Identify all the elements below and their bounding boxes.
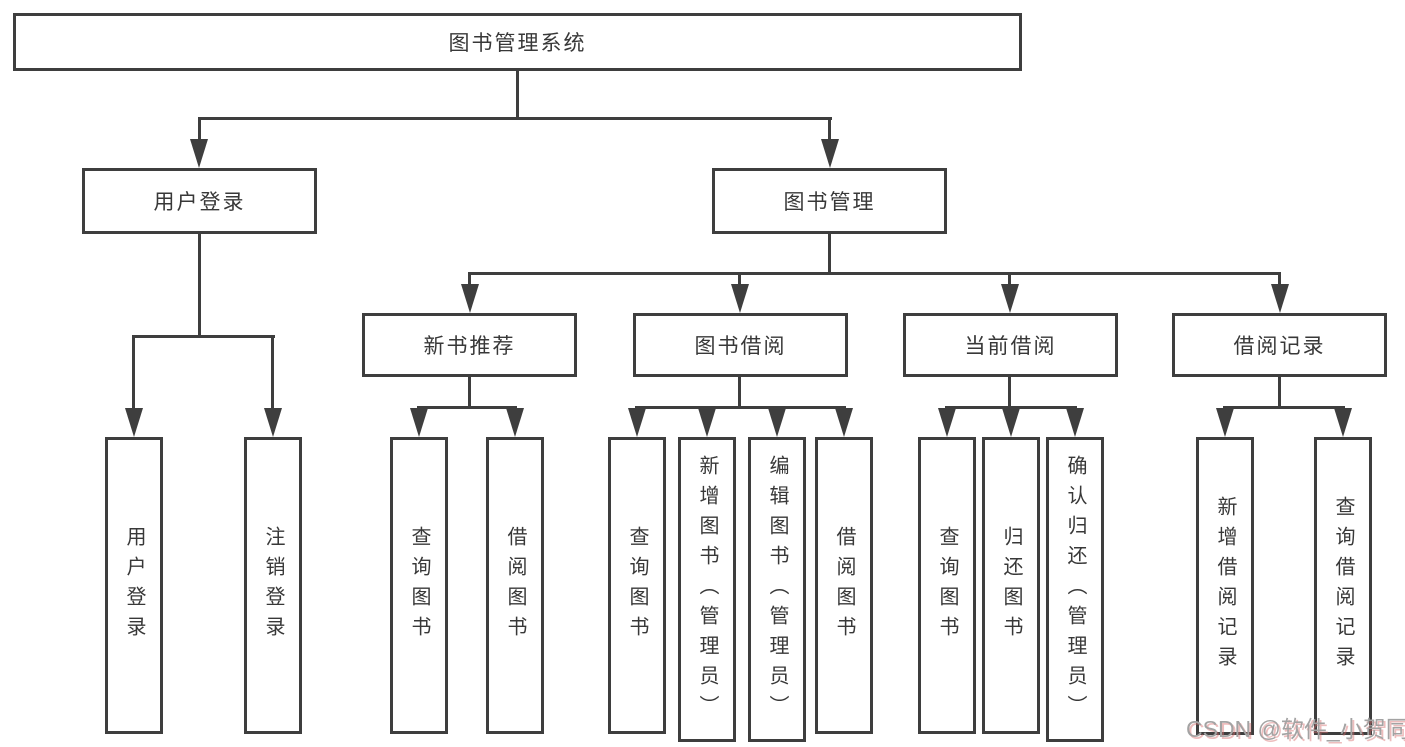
node-book-borrow-label: 图书借阅 [694, 335, 787, 358]
arrow-down-icon [698, 408, 716, 437]
connector-leaf-drop [271, 335, 274, 411]
leaf-label: 新增借阅记录 [1214, 496, 1236, 676]
connector-leaf-drop [132, 335, 135, 411]
leaf-user-login: 用户登录 [105, 437, 163, 734]
connector-level3-drop [468, 272, 471, 287]
leaf-add-book-admin: 新增图书（管理员） [678, 437, 736, 742]
connector-bookmgmt-stem [828, 232, 831, 275]
connector-level1-rail [198, 117, 832, 120]
leaf-label: 借阅图书 [504, 525, 526, 646]
arrow-down-icon [628, 408, 646, 437]
leaf-borrow-books-2: 借阅图书 [815, 437, 873, 734]
arrow-down-icon [461, 284, 479, 313]
arrow-down-icon [938, 408, 956, 437]
leaf-label: 查询借阅记录 [1332, 496, 1354, 676]
node-current-borrow: 当前借阅 [903, 313, 1118, 377]
leaf-add-borrow-record: 新增借阅记录 [1196, 437, 1254, 735]
leaf-edit-book-admin: 编辑图书（管理员） [748, 437, 806, 742]
arrow-down-icon [1002, 408, 1020, 437]
connector-stem [468, 375, 471, 409]
leaf-return-book: 归还图书 [982, 437, 1040, 734]
leaf-label: 用户登录 [123, 525, 145, 646]
node-root-label: 图书管理系统 [448, 32, 587, 55]
node-current-borrow-label: 当前借阅 [964, 335, 1057, 358]
arrow-down-icon [125, 408, 143, 437]
connector-stem [738, 375, 741, 409]
leaf-label: 借阅图书 [833, 525, 855, 646]
leaf-logout: 注销登录 [244, 437, 302, 734]
connector-rail [635, 406, 846, 409]
arrow-down-icon [835, 408, 853, 437]
leaf-borrow-books-1: 借阅图书 [486, 437, 544, 734]
node-user-login: 用户登录 [82, 168, 317, 234]
arrow-down-icon [506, 408, 524, 437]
node-root: 图书管理系统 [13, 13, 1022, 71]
leaf-label: 新增图书（管理员） [696, 454, 718, 725]
leaf-label: 确认归还（管理员） [1064, 454, 1086, 725]
arrow-down-icon [264, 408, 282, 437]
leaf-query-books-3: 查询图书 [918, 437, 976, 734]
arrow-down-icon [731, 284, 749, 313]
arrow-down-icon [1216, 408, 1234, 437]
node-book-management-label: 图书管理 [783, 191, 876, 214]
leaf-query-borrow-record: 查询借阅记录 [1314, 437, 1372, 735]
connector-stem [1008, 375, 1011, 409]
arrow-down-icon [1001, 284, 1019, 313]
connector-stem [1278, 375, 1281, 409]
connector-level3-drop [738, 272, 741, 287]
connector-rail [1223, 406, 1345, 409]
node-book-management: 图书管理 [712, 168, 947, 234]
arrow-down-icon [768, 408, 786, 437]
connector-root-stem [516, 70, 519, 119]
connector-level3-drop [1278, 272, 1281, 287]
node-borrow-records-label: 借阅记录 [1233, 335, 1326, 358]
leaf-query-books-2: 查询图书 [608, 437, 666, 734]
leaf-label: 查询图书 [936, 525, 958, 646]
node-borrow-records: 借阅记录 [1172, 313, 1387, 377]
node-new-book-recommend-label: 新书推荐 [423, 335, 516, 358]
leaf-query-books-1: 查询图书 [390, 437, 448, 734]
leaf-label: 归还图书 [1000, 525, 1022, 646]
leaf-label: 注销登录 [262, 525, 284, 646]
connector-level3-rail [468, 272, 1281, 275]
csdn-watermark: CSDN @软件_小贺同学 [1186, 716, 1405, 742]
leaf-confirm-return-admin: 确认归还（管理员） [1046, 437, 1104, 742]
connector-bookmgmt-drop [828, 117, 831, 142]
connector-userlogin-rail [132, 335, 275, 338]
connector-rail [417, 406, 517, 409]
leaf-label: 查询图书 [408, 525, 430, 646]
connector-userlogin-drop [198, 117, 201, 142]
arrow-down-icon [1271, 284, 1289, 313]
leaf-label: 查询图书 [626, 525, 648, 646]
arrow-down-icon [1334, 408, 1352, 437]
connector-userlogin-stem [198, 232, 201, 337]
leaf-label: 编辑图书（管理员） [766, 454, 788, 725]
node-book-borrow: 图书借阅 [633, 313, 848, 377]
connector-level3-drop [1008, 272, 1011, 287]
arrow-down-icon [410, 408, 428, 437]
arrow-down-icon [821, 139, 839, 168]
node-user-login-label: 用户登录 [153, 191, 246, 214]
node-new-book-recommend: 新书推荐 [362, 313, 577, 377]
arrow-down-icon [190, 139, 208, 168]
arrow-down-icon [1066, 408, 1084, 437]
